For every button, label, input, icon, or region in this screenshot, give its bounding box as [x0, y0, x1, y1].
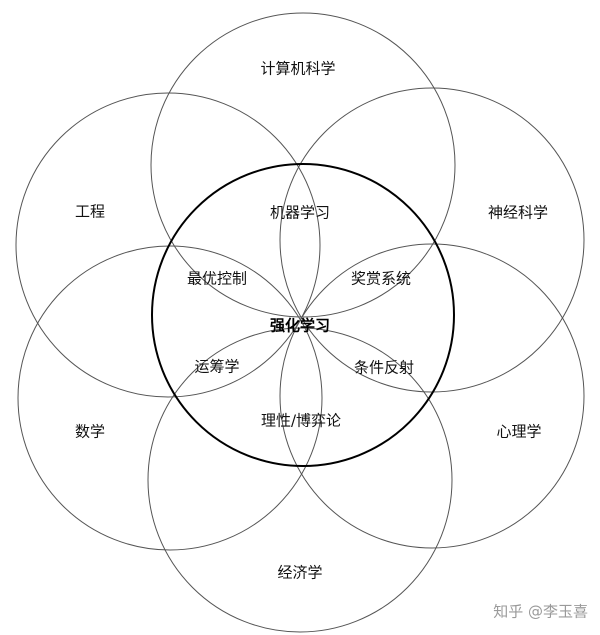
- watermark-text: 知乎 @李玉喜: [493, 603, 588, 621]
- label-reward-system: 奖赏系统: [351, 270, 411, 288]
- label-engineering: 工程: [75, 203, 105, 221]
- label-machine-learning: 机器学习: [270, 204, 330, 222]
- label-economics: 经济学: [277, 564, 322, 582]
- label-psychology: 心理学: [496, 423, 541, 441]
- circle-reinforcement-learning: [151, 163, 455, 467]
- label-conditioning: 条件反射: [354, 359, 414, 377]
- circle-engineering: [15, 92, 321, 398]
- circle-economics: [147, 327, 453, 633]
- label-mathematics: 数学: [75, 423, 105, 441]
- circle-neuroscience: [279, 87, 585, 393]
- label-computer-science: 计算机科学: [260, 60, 335, 78]
- circle-psychology: [279, 243, 585, 549]
- label-reinforcement-learning: 强化学习: [270, 317, 330, 335]
- label-optimal-control: 最优控制: [187, 270, 247, 288]
- label-operations-research: 运筹学: [194, 358, 239, 376]
- label-neuroscience: 神经科学: [488, 204, 548, 222]
- circle-mathematics: [17, 245, 323, 551]
- label-rationality-game-theory: 理性/博弈论: [261, 412, 341, 430]
- circle-computer-science: [150, 12, 456, 318]
